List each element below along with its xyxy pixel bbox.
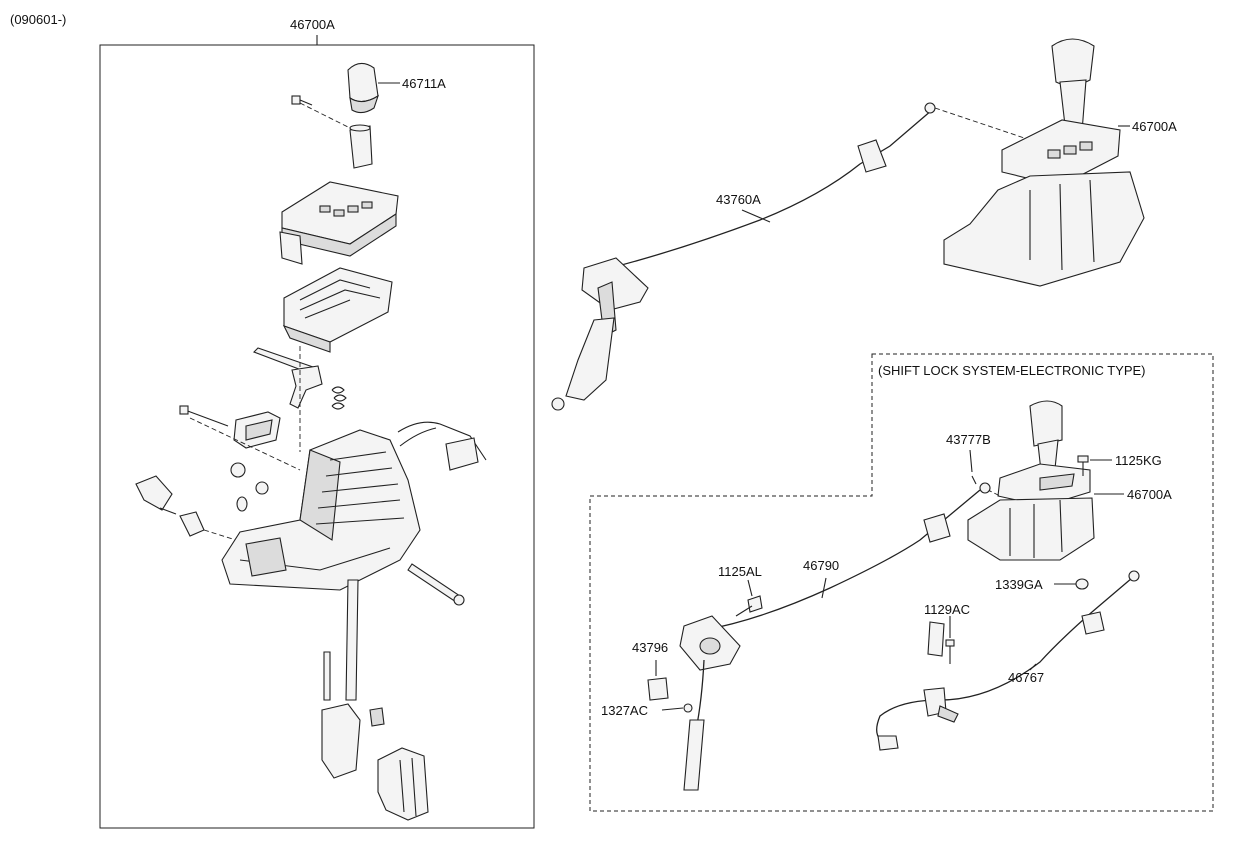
- shift-gate: [282, 267, 393, 353]
- pivot-pin: [407, 563, 465, 606]
- indicator-plate: [279, 181, 399, 265]
- assembly-frame: [99, 44, 535, 829]
- diagram-code: (090601-): [10, 12, 66, 27]
- shift-lock-cable: 46767: [876, 570, 1140, 751]
- lever-inset-label: 46700A: [1127, 487, 1172, 502]
- bracket-leader: [189, 417, 301, 471]
- pin-label: 43777B: [946, 432, 991, 447]
- knob-label: 46711A: [402, 76, 446, 91]
- knob-sleeve: [349, 124, 373, 169]
- bolt-kg-label: 1125KG: [1115, 453, 1162, 468]
- lock-cable-label: 46767: [1008, 670, 1044, 685]
- inset-frame: [589, 353, 1214, 812]
- assembly-box: 46700A: [99, 17, 535, 829]
- knob-screw: [291, 95, 313, 106]
- lever-assembly-inset: 46700A: [967, 400, 1172, 561]
- wire-harness: [397, 421, 487, 471]
- lever-shaft: [345, 579, 359, 701]
- side-bracket: [135, 475, 205, 537]
- bolt-al-label: 1125AL: [718, 564, 762, 579]
- nut-ga-label: 1339GA: [995, 577, 1043, 592]
- cable-inset-label: 46790: [803, 558, 839, 573]
- inset-title: (SHIFT LOCK SYSTEM-ELECTRONIC TYPE): [878, 363, 1146, 378]
- bolt-ac-label: 1129AC: [924, 602, 970, 617]
- lever-base: [221, 429, 421, 591]
- side-leader: [203, 529, 237, 541]
- shift-cable-inset: 46790: [679, 482, 991, 791]
- lever-lower: [321, 703, 385, 779]
- nut-1339ga: 1339GA: [995, 577, 1089, 592]
- bolt-1125al: 1125AL: [718, 564, 763, 617]
- spring: [331, 386, 347, 410]
- bushing-set: [230, 462, 269, 512]
- screw-leader: [299, 102, 359, 133]
- bolt-1129ac: 1129AC: [924, 602, 970, 664]
- cable-main-leader: [934, 107, 1061, 151]
- bolt-1125kg: 1125KG: [1077, 453, 1162, 476]
- lever-top-label: 46700A: [1132, 119, 1177, 134]
- solenoid-bracket: [179, 405, 281, 449]
- nut-ac-label: 1327AC: [601, 703, 648, 718]
- lever-assembly-top: 46700A: [943, 38, 1177, 287]
- pin-43777b: 43777B: [946, 432, 991, 485]
- detent-lever: [289, 365, 323, 409]
- shaft-spring: [323, 651, 331, 701]
- shift-cable-main: 43760A: [551, 102, 936, 411]
- lever-bracket: [377, 747, 429, 821]
- nut-1327ac: 1327AC: [601, 703, 693, 718]
- shift-knob: 46711A: [347, 62, 446, 114]
- assembly-title: 46700A: [290, 17, 335, 32]
- shift-lock-inset: (SHIFT LOCK SYSTEM-ELECTRONIC TYPE): [589, 353, 1214, 812]
- cable-main-label: 43760A: [716, 192, 761, 207]
- clip-label: 43796: [632, 640, 668, 655]
- clip-43796: 43796: [632, 640, 669, 701]
